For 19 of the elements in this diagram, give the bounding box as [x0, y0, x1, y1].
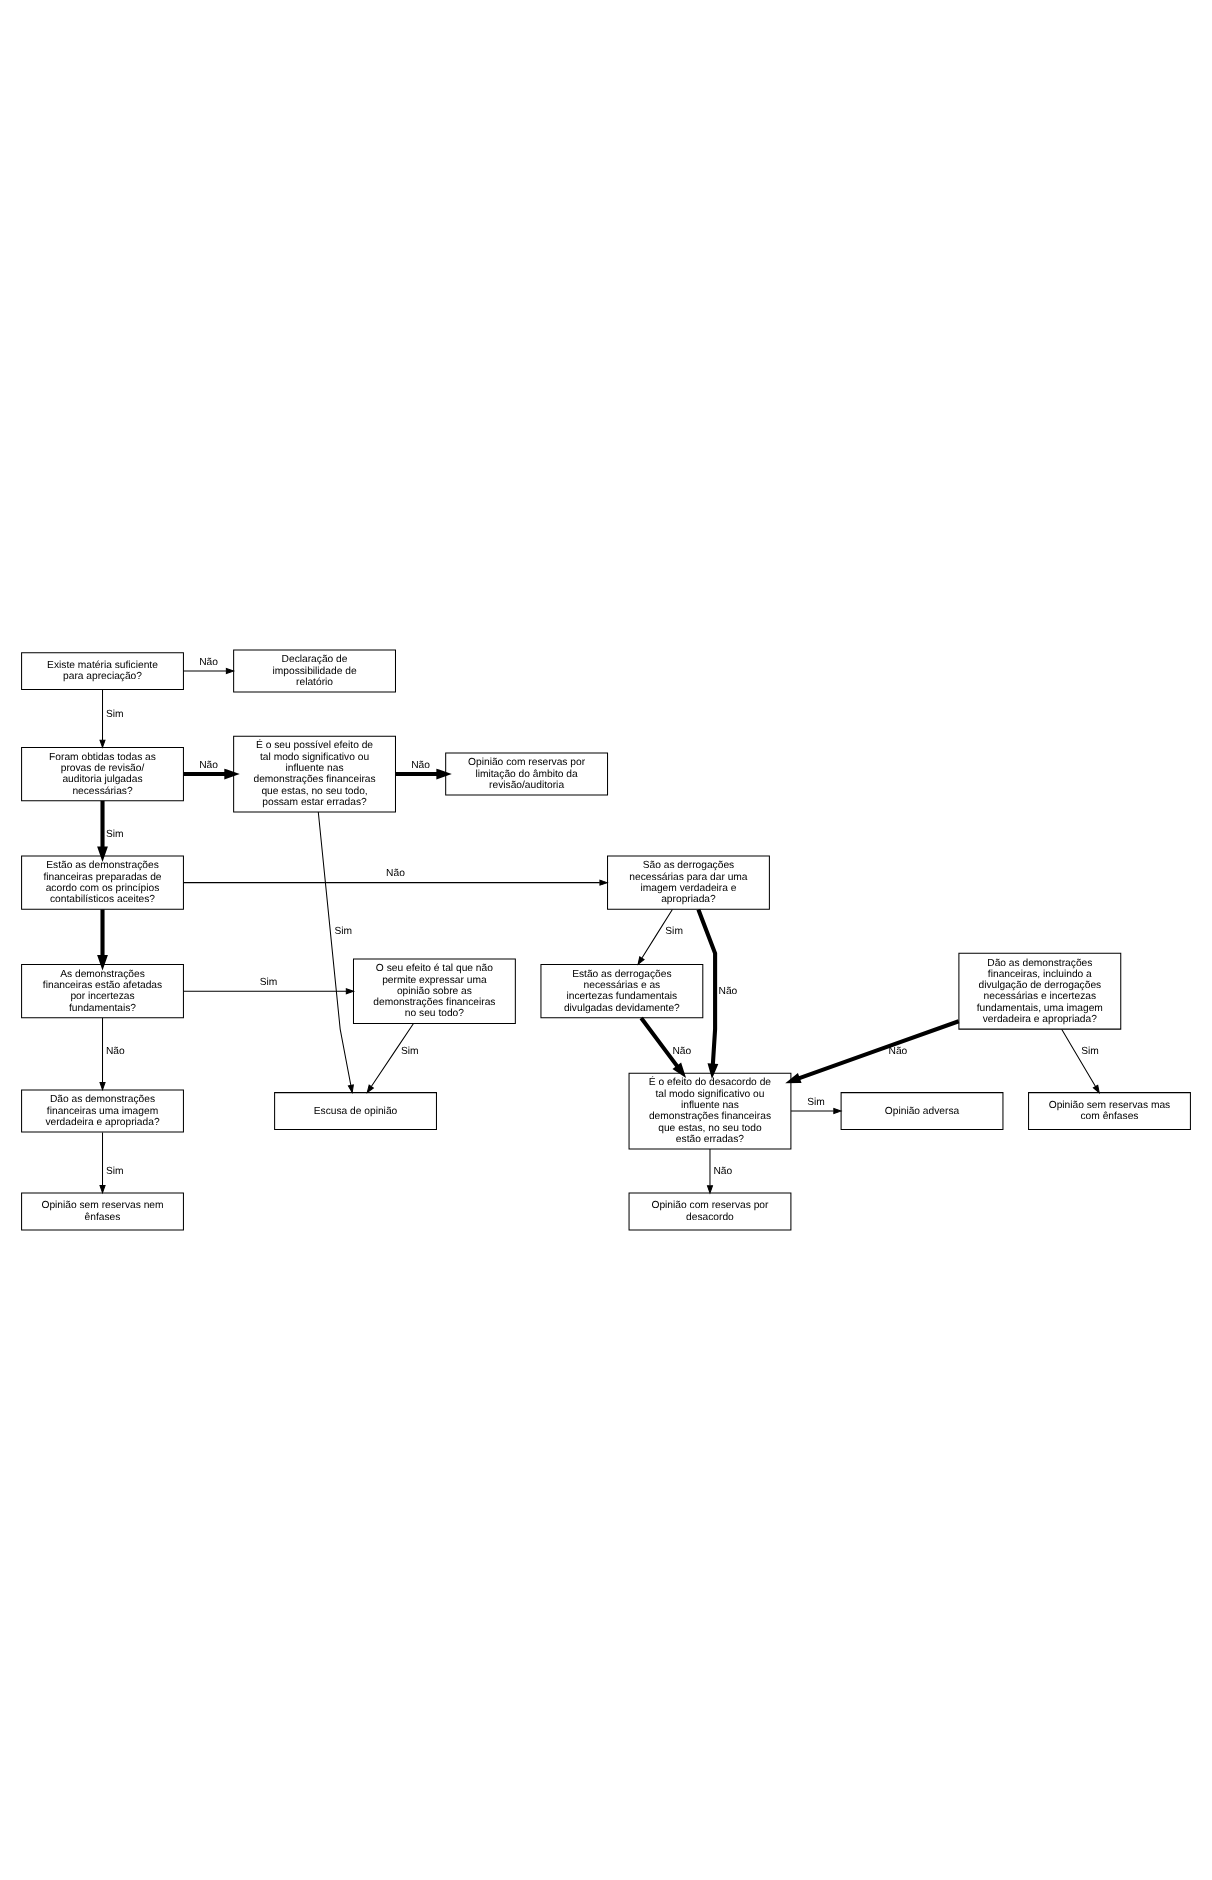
arrow	[366, 1023, 414, 1094]
arrow	[183, 988, 356, 995]
arrow	[785, 1019, 960, 1084]
arrow	[317, 811, 354, 1094]
arrow	[99, 689, 106, 749]
arrow	[183, 768, 240, 780]
arrow	[639, 1016, 687, 1079]
arrow	[183, 667, 236, 675]
arrow	[183, 879, 609, 886]
arrow	[97, 909, 108, 971]
arrow	[1061, 1028, 1100, 1094]
arrow	[99, 1131, 106, 1195]
arrow	[395, 768, 452, 780]
arrow	[637, 908, 673, 966]
arrow	[696, 908, 719, 1080]
arrow	[97, 800, 108, 862]
arrow	[790, 1107, 843, 1115]
arrow	[99, 1017, 106, 1092]
arrow	[706, 1148, 714, 1195]
